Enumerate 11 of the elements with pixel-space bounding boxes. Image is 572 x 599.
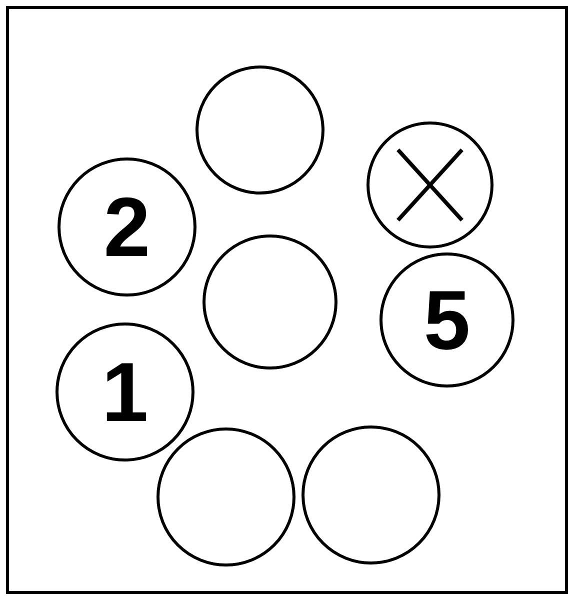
numbered-circle	[57, 157, 197, 297]
circle-number: 5	[424, 278, 470, 362]
empty-circle	[156, 427, 296, 567]
crossed-circle	[366, 121, 494, 249]
numbered-circle	[55, 322, 195, 462]
circle-number: 2	[104, 185, 150, 269]
circle-number: 1	[102, 350, 148, 434]
numbered-circle	[379, 252, 515, 388]
empty-circle	[202, 234, 338, 370]
empty-circle	[195, 65, 325, 195]
empty-circle	[301, 425, 441, 565]
